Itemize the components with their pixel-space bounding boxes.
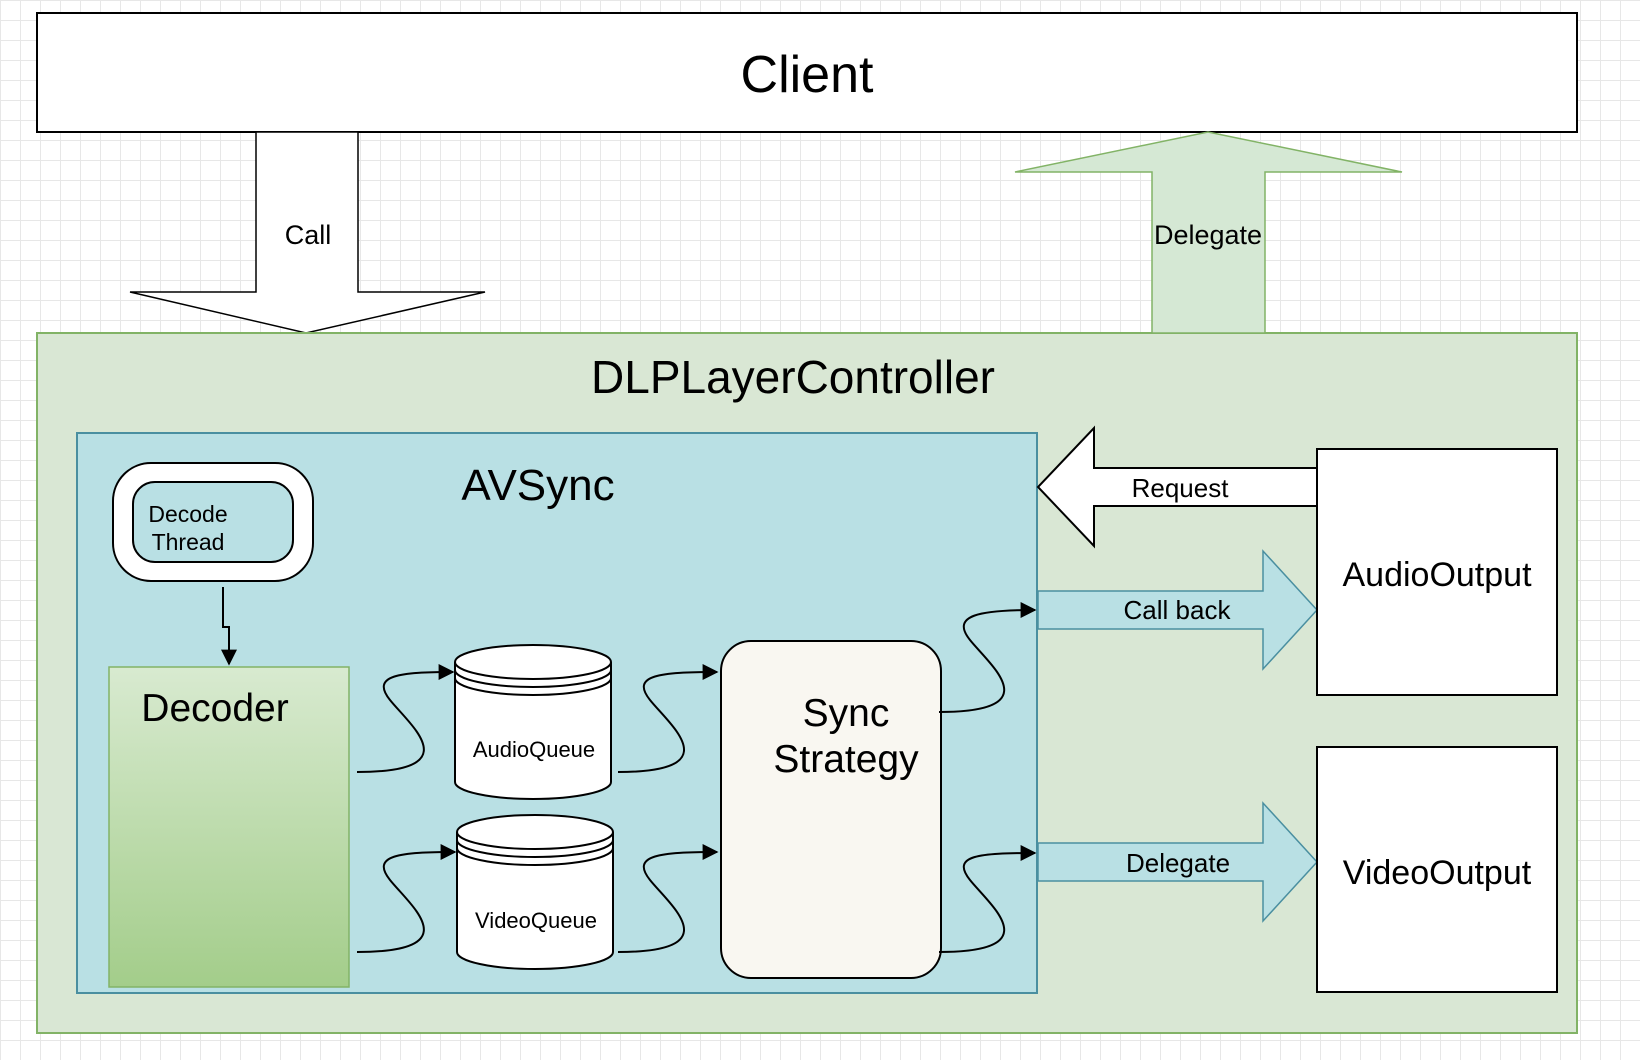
sync-strategy-label-1: Sync	[803, 692, 890, 735]
avsync-label: AVSync	[461, 461, 614, 510]
audio-queue-label: AudioQueue	[473, 737, 595, 762]
decoder-label: Decoder	[141, 687, 288, 730]
controller-label: DLPLayerController	[591, 351, 995, 403]
call-label: Call	[285, 220, 332, 250]
video-queue-label: VideoQueue	[475, 908, 597, 933]
audio-queue-node[interactable]: AudioQueue	[454, 644, 612, 800]
audio-output-box[interactable]: AudioOutput	[1316, 448, 1558, 696]
decoder-to-audioqueue-connector	[356, 664, 455, 773]
video-output-label: VideoOutput	[1343, 854, 1532, 892]
video-queue-node[interactable]: VideoQueue	[456, 814, 614, 970]
sync-to-delegate-connector	[938, 845, 1037, 953]
audioqueue-to-sync-connector	[617, 664, 719, 773]
client-box[interactable]: Client	[36, 12, 1578, 133]
decoder-to-videoqueue-connector	[356, 844, 457, 953]
sync-strategy-node[interactable]: Sync Strategy	[720, 640, 942, 979]
client-label: Client	[741, 46, 874, 104]
delegate-up-label: Delegate	[1154, 220, 1262, 250]
delegate-up-arrow: Delegate	[1014, 131, 1403, 334]
flow-connectors	[356, 602, 1037, 953]
videoqueue-to-sync-connector	[617, 844, 719, 953]
delegate-video-arrow: Delegate	[1037, 801, 1319, 923]
request-label: Request	[1132, 473, 1230, 503]
callback-label: Call back	[1124, 595, 1232, 625]
sync-to-callback-connector	[938, 602, 1037, 713]
callback-arrow: Call back	[1037, 549, 1319, 671]
request-arrow: Request	[1036, 425, 1318, 549]
decode-thread-label-1: Decode	[148, 501, 227, 527]
delegate-video-label: Delegate	[1126, 848, 1230, 878]
audio-output-label: AudioOutput	[1342, 556, 1532, 594]
decode-thread-node[interactable]: Decode Thread	[112, 462, 314, 582]
sync-strategy-label-2: Strategy	[773, 738, 919, 781]
video-output-box[interactable]: VideoOutput	[1316, 746, 1558, 993]
call-arrow: Call	[129, 131, 486, 334]
decoder-node[interactable]: Decoder	[108, 666, 350, 988]
decode-thread-to-decoder-connector	[221, 587, 237, 666]
decode-thread-label-2: Thread	[152, 529, 225, 555]
